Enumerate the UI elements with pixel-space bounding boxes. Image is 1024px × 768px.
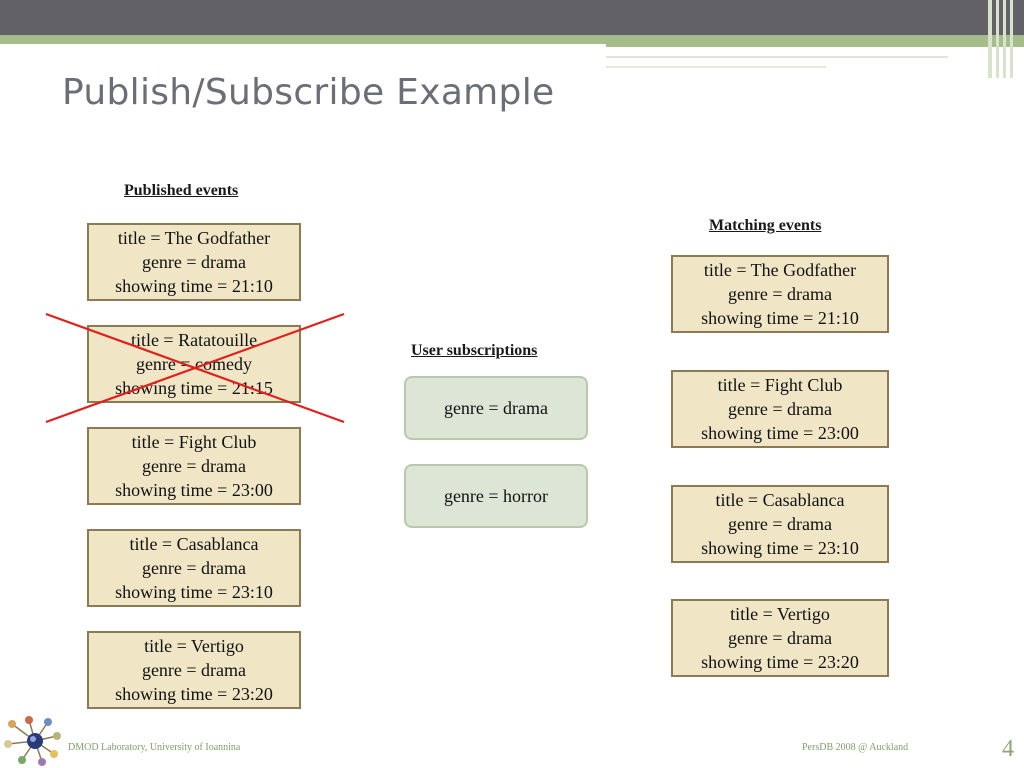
event-title: title = Fight Club — [131, 432, 257, 452]
event-genre: genre = drama — [727, 628, 833, 648]
event-title: title = Vertigo — [144, 636, 244, 656]
subscription-box: genre = horror — [404, 464, 588, 528]
event-title: title = Casablanca — [715, 490, 845, 510]
published-event-box: title = Vertigo genre = drama showing ti… — [87, 631, 301, 709]
event-time: showing time = 23:10 — [701, 538, 859, 558]
event-time: showing time = 23:00 — [115, 480, 273, 500]
molecule-logo-icon — [4, 716, 61, 766]
footer-conference: PersDB 2008 @ Auckland — [802, 742, 909, 753]
event-title: title = Ratatouille — [130, 330, 258, 350]
published-event-box: title = Casablanca genre = drama showing… — [87, 529, 301, 607]
decorative-rule — [606, 56, 948, 58]
slide-title: Publish/Subscribe Example — [62, 72, 555, 113]
matching-event-box: title = Vertigo genre = drama showing ti… — [671, 599, 889, 677]
event-genre: genre = drama — [727, 399, 833, 419]
user-subscriptions-heading: User subscriptions — [411, 342, 538, 359]
matching-event-box: title = Fight Club genre = drama showing… — [671, 370, 889, 448]
event-time: showing time = 23:20 — [115, 684, 273, 704]
event-genre: genre = drama — [141, 252, 247, 272]
published-events-heading: Published events — [124, 182, 239, 199]
event-time: showing time = 21:10 — [115, 276, 273, 296]
event-genre: genre = drama — [141, 558, 247, 578]
event-title: title = Fight Club — [717, 375, 843, 395]
event-genre: genre = drama — [141, 660, 247, 680]
subscription-label: genre = drama — [443, 397, 549, 418]
decorative-rule — [606, 66, 826, 68]
event-time: showing time = 21:10 — [701, 308, 859, 328]
event-time: showing time = 23:20 — [701, 652, 859, 672]
footer-lab: DMOD Laboratory, University of Ioannina — [68, 742, 241, 753]
subscription-label: genre = horror — [443, 485, 549, 506]
event-title: title = Vertigo — [730, 604, 830, 624]
red-cross-icon — [45, 312, 345, 424]
published-event-box: title = The Godfather genre = drama show… — [87, 223, 301, 301]
corner-stripes — [988, 0, 1024, 80]
event-genre: genre = drama — [727, 284, 833, 304]
matching-events-heading: Matching events — [709, 217, 822, 234]
event-genre: genre = drama — [727, 514, 833, 534]
matching-event-box: title = The Godfather genre = drama show… — [671, 255, 889, 333]
subscription-box: genre = drama — [404, 376, 588, 440]
event-title: title = The Godfather — [703, 260, 857, 280]
event-title: title = The Godfather — [117, 228, 271, 248]
event-time: showing time = 23:10 — [115, 582, 273, 602]
event-title: title = Casablanca — [129, 534, 259, 554]
top-banner — [0, 0, 1024, 35]
event-genre: genre = drama — [141, 456, 247, 476]
published-event-box: title = Fight Club genre = drama showing… — [87, 427, 301, 505]
event-time: showing time = 23:00 — [701, 423, 859, 443]
matching-event-box: title = Casablanca genre = drama showing… — [671, 485, 889, 563]
page-number: 4 — [1002, 736, 1014, 762]
